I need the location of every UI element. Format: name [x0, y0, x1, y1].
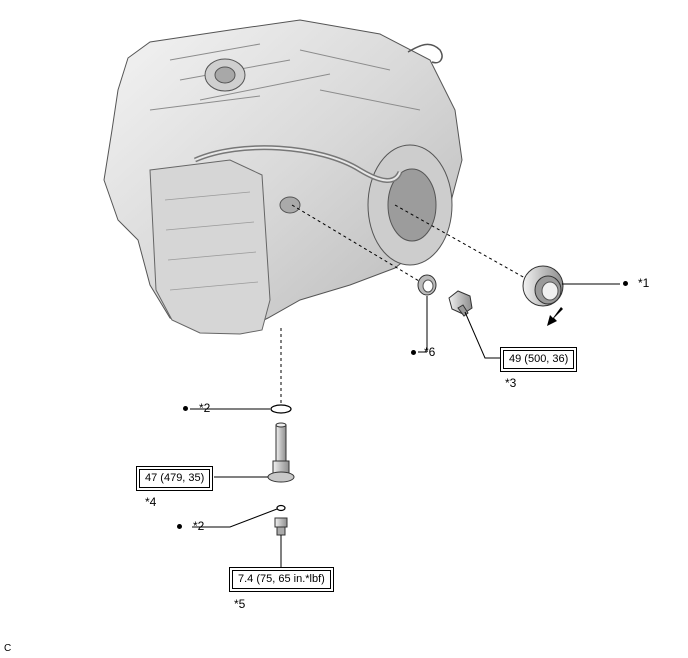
label-part3: *3	[505, 376, 517, 390]
torque-box-part4: 47 (479, 35)	[136, 466, 214, 491]
gasket-hole	[422, 279, 434, 293]
oil-seal-guide	[394, 204, 526, 279]
gasket-guide	[291, 204, 425, 285]
torque-value-part5: 7.4 (75, 65 in.*lbf)	[232, 570, 331, 589]
label-part6: *6	[424, 345, 436, 359]
label-part2-upper: *2	[199, 401, 211, 415]
drain-plug-head	[448, 290, 473, 315]
bullet-part2-upper	[183, 406, 188, 411]
label-part1: *1	[638, 276, 650, 290]
leader-part3	[464, 311, 500, 359]
torque-value-part4: 47 (479, 35)	[139, 469, 211, 488]
o-ring-upper	[270, 404, 292, 414]
cooler-pipe-highlight	[194, 146, 401, 182]
o-ring-lower	[276, 504, 286, 512]
label-part5: *5	[234, 597, 246, 611]
torque-box-part5: 7.4 (75, 65 in.*lbf)	[229, 567, 334, 592]
oil-seal-hole	[541, 281, 559, 301]
wire-harness	[407, 43, 443, 64]
corner-mark: C	[4, 643, 12, 654]
oil-pan	[149, 159, 271, 335]
bullet-part1	[623, 281, 628, 286]
torque-box-part3: 49 (500, 36)	[500, 347, 578, 372]
overflow-tube-stem	[275, 424, 287, 462]
overflow-tube-thread	[272, 460, 290, 474]
output-bore	[279, 196, 301, 214]
overflow-tube-flange	[267, 471, 295, 483]
bullet-part6	[411, 350, 416, 355]
overflow-tube	[267, 422, 295, 483]
oil-seal	[522, 265, 564, 307]
converter-opening	[387, 168, 437, 242]
label-part2-lower: *2	[193, 519, 205, 533]
leader-part2b	[192, 508, 278, 528]
refill-plug-head	[274, 517, 288, 528]
install-direction-arrow	[547, 307, 563, 326]
overflow-tube-top	[275, 422, 287, 428]
torque-value-part3: 49 (500, 36)	[503, 350, 575, 369]
gasket	[417, 274, 437, 296]
refill-plug-thread	[276, 526, 286, 536]
label-part4: *4	[145, 495, 157, 509]
refill-plug	[274, 517, 288, 536]
case-boss-inner	[214, 66, 236, 84]
pan-ribs	[164, 191, 259, 291]
bullet-part2-lower	[177, 524, 182, 529]
drain-plug	[448, 290, 473, 317]
transaxle-assembly	[103, 19, 463, 335]
alignment-lines	[280, 204, 526, 405]
